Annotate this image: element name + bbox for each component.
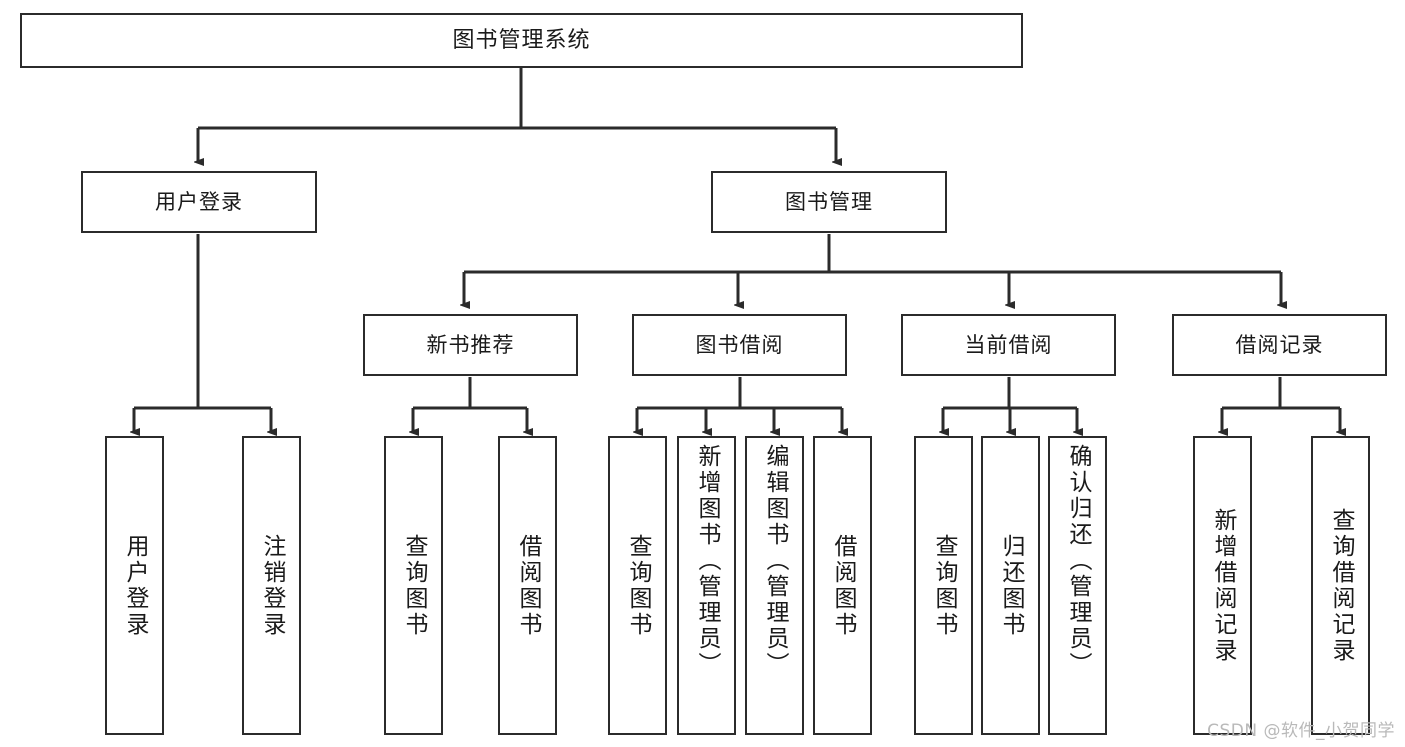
node-book-management[interactable]: 图书管理 bbox=[711, 171, 947, 233]
node-root-system[interactable]: 图书管理系统 bbox=[20, 13, 1023, 68]
node-label: 注销登录 bbox=[259, 533, 285, 638]
leaf-user-logout[interactable]: 注销登录 bbox=[242, 436, 301, 735]
node-label: 借阅记录 bbox=[1235, 332, 1324, 357]
watermark-text: CSDN @软件_小贺同学 bbox=[1207, 721, 1395, 741]
leaf-query-borrow-record[interactable]: 查询借阅记录 bbox=[1311, 436, 1370, 735]
node-label: 查询借阅记录 bbox=[1328, 507, 1354, 664]
leaf-return-book[interactable]: 归还图书 bbox=[981, 436, 1040, 735]
node-label: 当前借阅 bbox=[964, 332, 1053, 357]
node-label: 查询图书 bbox=[401, 533, 427, 638]
node-label: 新增借阅记录 bbox=[1210, 507, 1236, 664]
leaf-user-login[interactable]: 用户登录 bbox=[105, 436, 164, 735]
node-label: 借阅图书 bbox=[515, 533, 541, 638]
node-label: 查询图书 bbox=[931, 533, 957, 638]
node-label: 用户登录 bbox=[155, 189, 243, 214]
node-label: 查询图书 bbox=[625, 533, 651, 638]
leaf-borrow-book-borrow[interactable]: 借阅图书 bbox=[813, 436, 872, 735]
leaf-query-book-newbook[interactable]: 查询图书 bbox=[384, 436, 443, 735]
node-book-borrow[interactable]: 图书借阅 bbox=[632, 314, 847, 376]
leaf-query-book-borrow[interactable]: 查询图书 bbox=[608, 436, 667, 735]
node-label: 用户登录 bbox=[122, 533, 148, 638]
node-new-book-recommend[interactable]: 新书推荐 bbox=[363, 314, 578, 376]
node-current-borrow[interactable]: 当前借阅 bbox=[901, 314, 1116, 376]
node-label: 图书管理系统 bbox=[452, 27, 591, 53]
node-borrow-record[interactable]: 借阅记录 bbox=[1172, 314, 1387, 376]
node-label: 图书管理 bbox=[785, 189, 873, 214]
leaf-add-book-admin[interactable]: 新增图书（管理员） bbox=[677, 436, 736, 735]
leaf-add-borrow-record[interactable]: 新增借阅记录 bbox=[1193, 436, 1252, 735]
leaf-borrow-book-newbook[interactable]: 借阅图书 bbox=[498, 436, 557, 735]
node-label: 确认归还（管理员） bbox=[1065, 444, 1091, 678]
node-label: 新增图书（管理员） bbox=[694, 444, 720, 678]
leaf-edit-book-admin[interactable]: 编辑图书（管理员） bbox=[745, 436, 804, 735]
node-user-login[interactable]: 用户登录 bbox=[81, 171, 317, 233]
node-label: 编辑图书（管理员） bbox=[762, 444, 788, 678]
leaf-confirm-return-admin[interactable]: 确认归还（管理员） bbox=[1048, 436, 1107, 735]
node-label: 借阅图书 bbox=[830, 533, 856, 638]
node-label: 归还图书 bbox=[998, 533, 1024, 638]
node-label: 新书推荐 bbox=[426, 332, 515, 357]
leaf-query-book-current[interactable]: 查询图书 bbox=[914, 436, 973, 735]
node-label: 图书借阅 bbox=[695, 332, 784, 357]
